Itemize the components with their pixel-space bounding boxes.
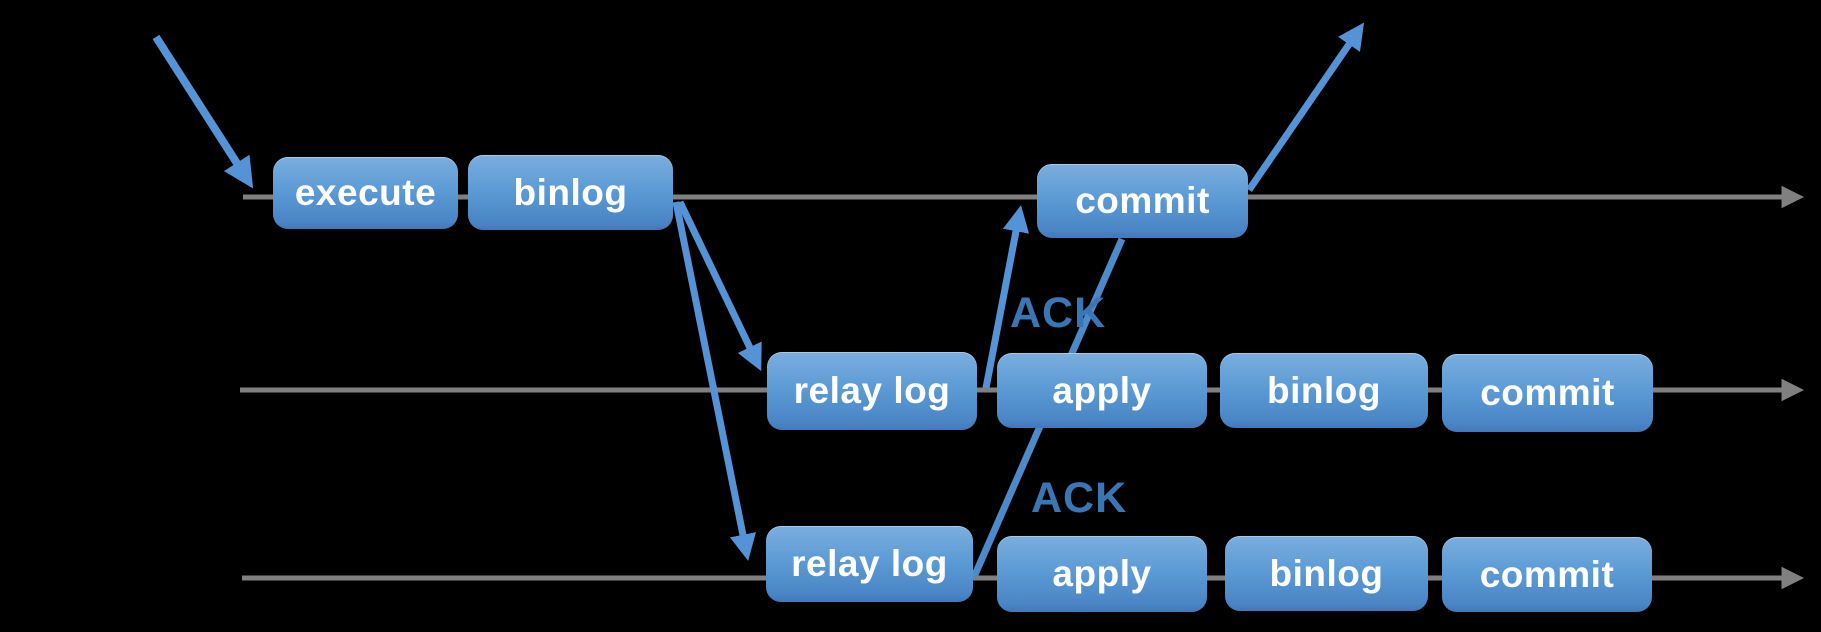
box-commit-row2: commit	[1442, 354, 1653, 432]
box-relay-log-row2: relay log	[767, 352, 977, 430]
box-binlog-row2: binlog	[1220, 353, 1428, 428]
box-binlog-row1: binlog	[468, 155, 673, 230]
binlog-to-relay-log-row2-arrow	[676, 200, 762, 372]
commit-response-arrow	[1246, 22, 1365, 192]
box-commit-row3: commit	[1442, 537, 1652, 612]
ack-label-row2: ACK	[1010, 289, 1107, 337]
ack-arrow-row2	[982, 205, 1030, 389]
incoming-request-arrow	[152, 34, 254, 189]
box-commit-row1: commit	[1037, 164, 1248, 238]
box-relay-log-row3: relay log	[766, 526, 973, 602]
box-execute-row1: execute	[273, 157, 458, 229]
box-binlog-row3: binlog	[1225, 536, 1428, 611]
box-apply-row3: apply	[997, 536, 1207, 612]
binlog-to-relay-log-row3-arrow	[672, 201, 756, 561]
box-apply-row2: apply	[997, 353, 1207, 428]
ack-label-row3: ACK	[1031, 474, 1128, 522]
